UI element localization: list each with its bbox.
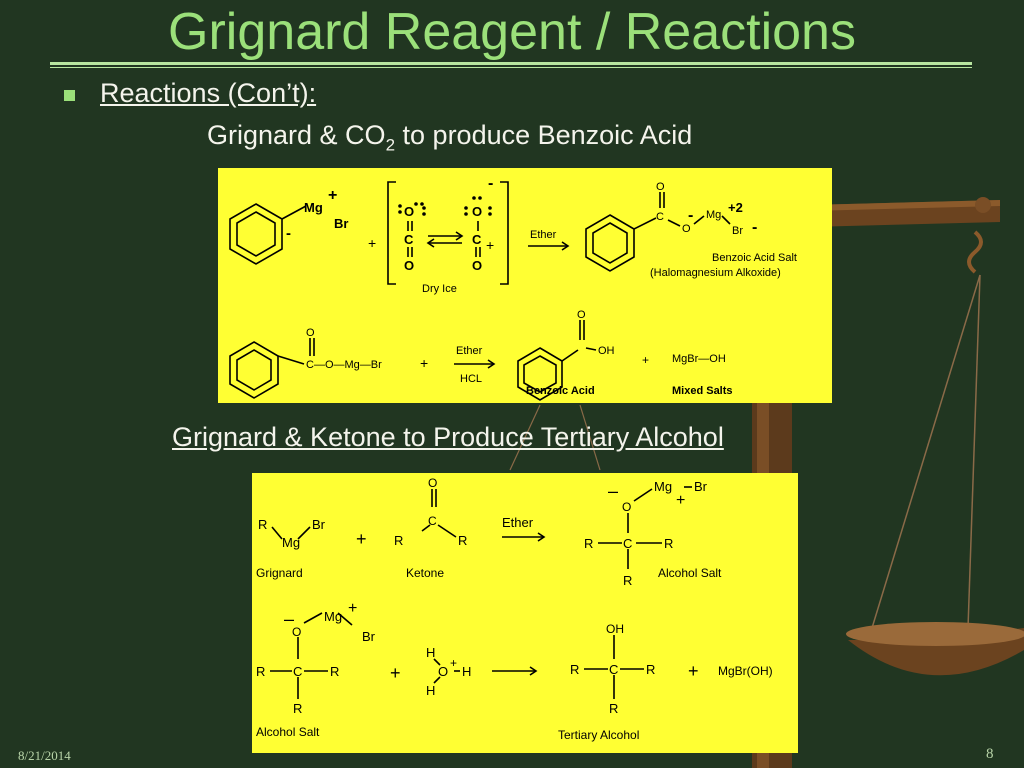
phenyl-minus-charge: - — [286, 225, 291, 242]
benzoic-acid-label: Benzoic Acid — [526, 385, 595, 397]
water-h-right: H — [462, 664, 471, 679]
salt-o-top: O — [622, 500, 631, 514]
mixed-salts-formula: MgBr—OH — [672, 353, 726, 365]
co2-o-top-right: O — [472, 204, 482, 219]
plus-sign-5: + — [390, 663, 401, 683]
bullet-square-icon — [64, 90, 75, 101]
co2-minus-charge: - — [488, 175, 493, 192]
row2-o: O — [306, 327, 315, 339]
subtitle-co2-subscript: 2 — [385, 135, 396, 155]
alcohol-r-right: R — [646, 662, 655, 677]
plus-sign-3: + — [642, 353, 649, 367]
tertiary-alcohol-label: Tertiary Alcohol — [558, 728, 639, 742]
salt2-c: C — [293, 664, 302, 679]
co2-o-top-left: O — [404, 204, 414, 219]
mg-plus-charge: + — [328, 187, 337, 204]
reaction-diagram-ketone: R Mg Br + O C R R Ether – O Mg Br + R C … — [256, 476, 773, 742]
salt2-br: Br — [362, 629, 376, 644]
salt-label-1: Benzoic Acid Salt — [712, 252, 797, 264]
ketone-r-left: R — [394, 533, 403, 548]
salt-r-left: R — [584, 536, 593, 551]
br-minus-charge: - — [752, 219, 757, 236]
subtitle-co2-text-end: to produce Benzoic Acid — [395, 120, 693, 150]
ether-label-3: Ether — [502, 515, 534, 530]
grignard-mg: Mg — [282, 535, 300, 550]
alcohol-r-bottom: R — [609, 701, 618, 716]
reaction-panel-co2: Mg + Br - + O C O O C O - + Dry Ice Ethe… — [218, 168, 832, 403]
co2-plus-charge: + — [486, 237, 494, 253]
benzoic-o: O — [577, 309, 586, 321]
water-h-top: H — [426, 645, 435, 660]
plus-sign-4: + — [356, 529, 367, 549]
salt-o-top: O — [656, 181, 665, 193]
salt-minus-top: – — [608, 481, 618, 501]
page-number: 8 — [986, 746, 994, 762]
benzoic-oh: OH — [598, 345, 615, 357]
ketone-label: Ketone — [406, 566, 444, 580]
salt-br: Br — [732, 225, 743, 237]
mg-charge-2: +2 — [728, 200, 743, 215]
water-o: O — [438, 664, 448, 679]
alcohol-salt-label-1: Alcohol Salt — [658, 566, 722, 580]
salt-mg-top: Mg — [654, 479, 672, 494]
salt2-mg: Mg — [324, 609, 342, 624]
title-divider-thin — [50, 67, 972, 68]
subtitle-ketone: Grignard & Ketone to Produce Tertiary Al… — [172, 422, 724, 452]
ketone-o: O — [428, 476, 437, 490]
salt2-o: O — [292, 625, 301, 639]
salt-mg: Mg — [706, 209, 721, 221]
mg-label: Mg — [304, 200, 323, 215]
ketone-c: C — [428, 514, 437, 528]
mixed-salts-label: Mixed Salts — [672, 385, 733, 397]
salt2-minus: – — [284, 609, 294, 629]
title-divider — [50, 62, 972, 65]
ketone-r-right: R — [458, 533, 467, 548]
alcohol-c: C — [609, 662, 618, 677]
co2-o-bottom-left: O — [404, 258, 414, 273]
co2-c-left: C — [404, 232, 414, 247]
subtitle-co2-text: Grignard & CO — [207, 120, 386, 150]
hcl-label: HCL — [460, 373, 482, 385]
salt-br-top: Br — [694, 479, 708, 494]
reaction-panel-ketone: R Mg Br + O C R R Ether – O Mg Br + R C … — [252, 473, 798, 753]
ether-label-1: Ether — [530, 229, 557, 241]
dry-ice-label: Dry Ice — [422, 283, 457, 295]
slide-title: Grignard Reagent / Reactions — [168, 3, 856, 61]
salt-r-right: R — [664, 536, 673, 551]
br-label: Br — [334, 216, 348, 231]
footer-date: 8/21/2014 — [18, 748, 71, 763]
plus-sign-2: + — [420, 355, 428, 371]
salt2-r-bottom: R — [293, 701, 302, 716]
plus-sign-1: + — [368, 235, 376, 251]
water-h-bottom: H — [426, 683, 435, 698]
salt2-r-right: R — [330, 664, 339, 679]
co2-c-right: C — [472, 232, 482, 247]
salt-minus-charge: - — [688, 207, 693, 224]
reaction-diagram-co2: Mg + Br - + O C O O C O - + Dry Ice Ethe… — [229, 175, 797, 401]
grignard-label: Grignard — [256, 566, 303, 580]
plus-sign-6: + — [688, 661, 699, 681]
salt-label-2: (Halomagnesium Alkoxide) — [650, 267, 781, 279]
alcohol-salt-label-2: Alcohol Salt — [256, 725, 320, 739]
co2-o-bottom-right: O — [472, 258, 482, 273]
bullet-heading: Reactions (Con’t): — [100, 78, 317, 108]
salt-c-top: C — [623, 536, 632, 551]
salt2-plus: + — [348, 600, 357, 617]
salt-r-bottom: R — [623, 573, 632, 588]
salt-plus-top: + — [676, 492, 685, 509]
grignard-br: Br — [312, 517, 326, 532]
alcohol-oh: OH — [606, 622, 624, 636]
salt-c: C — [656, 211, 664, 223]
ether-label-2: Ether — [456, 345, 483, 357]
water-plus: + — [450, 656, 457, 670]
row2-chain: C—O—Mg—Br — [306, 359, 382, 371]
salt-o: O — [682, 223, 691, 235]
subtitle-co2: Grignard & CO2 to produce Benzoic Acid — [207, 120, 692, 155]
grignard-r: R — [258, 517, 267, 532]
mgbroh-label: MgBr(OH) — [718, 664, 773, 678]
alcohol-r-left: R — [570, 662, 579, 677]
salt2-r-left: R — [256, 664, 265, 679]
